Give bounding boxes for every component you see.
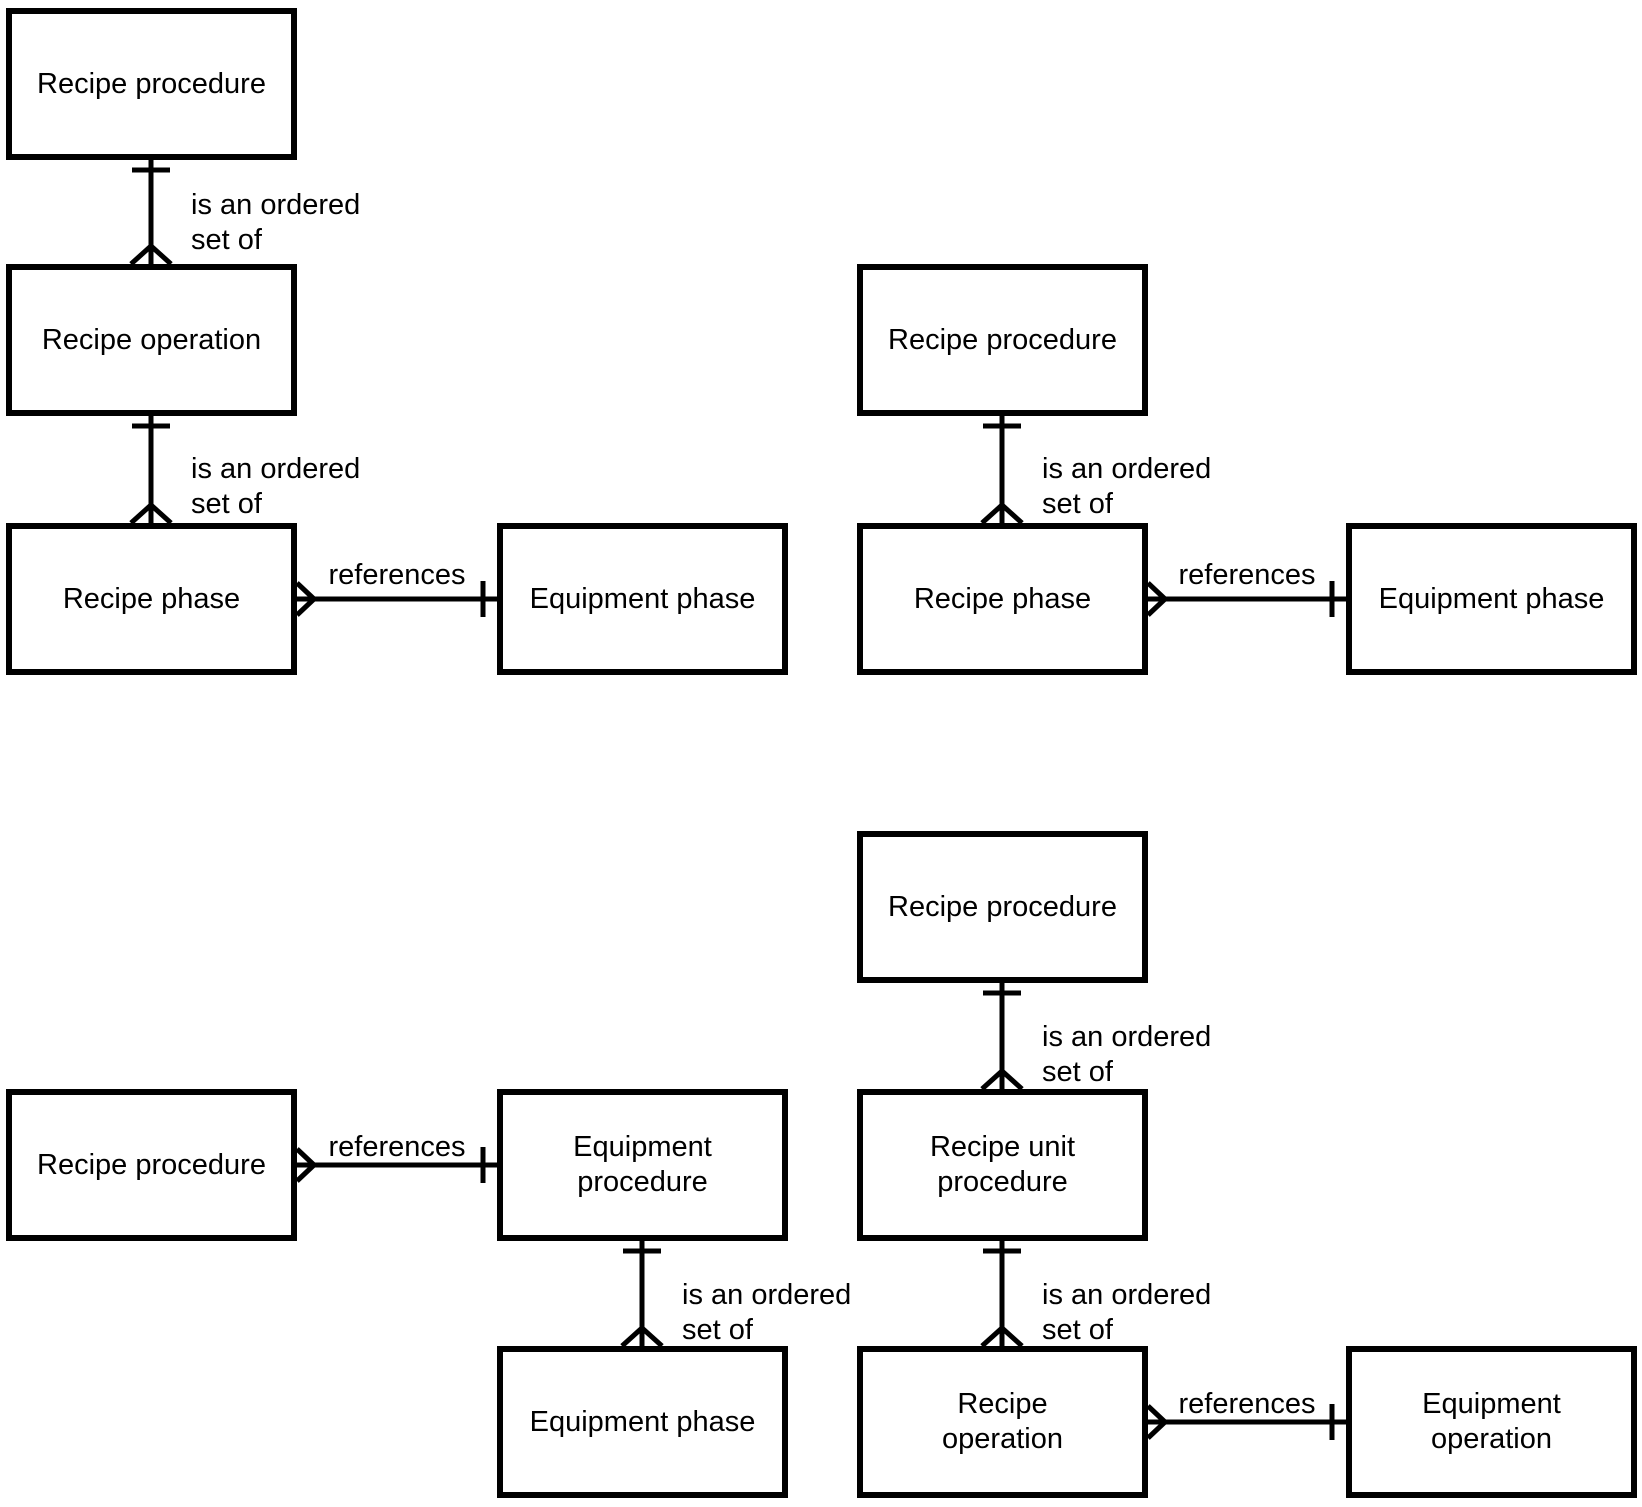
connector-br-procedure-to-unitprocedure: [980, 983, 1024, 1091]
entity-box-bl-equipment-procedure: Equipment procedure: [497, 1089, 788, 1241]
connector-label-bl-procedure-references: references: [328, 1131, 466, 1163]
entity-box-bl-equipment-phase: Equipment phase: [497, 1346, 788, 1498]
many-cardinality-crowfoot-icon: [1146, 1420, 1167, 1440]
entity-box-label: Equipment phase: [1378, 582, 1605, 615]
connector-label-br-procedure-to-unitprocedure: is an ordered set of: [1042, 1021, 1212, 1088]
entity-box-br-recipe-operation: Recipe operation: [857, 1346, 1148, 1498]
entity-box-label: Equipment procedure: [573, 1131, 712, 1198]
connector-label-tr-phase-references: references: [1178, 559, 1316, 591]
entity-box-label: Equipment phase: [529, 582, 756, 615]
connector-bl-eqprocedure-to-eqphase: [620, 1241, 664, 1348]
connector-label-bl-eqprocedure-to-eqphase: is an ordered set of: [682, 1279, 852, 1346]
entity-box-tl-recipe-operation: Recipe operation: [6, 264, 297, 416]
many-cardinality-crowfoot-icon: [129, 244, 153, 266]
many-cardinality-crowfoot-icon: [1000, 503, 1024, 525]
many-cardinality-crowfoot-icon: [980, 1069, 1004, 1091]
many-cardinality-crowfoot-icon: [295, 1163, 316, 1183]
entity-box-bl-recipe-procedure: Recipe procedure: [6, 1089, 297, 1241]
connector-tr-phase-references: [1146, 581, 1346, 617]
many-cardinality-crowfoot-icon: [1146, 597, 1167, 617]
many-cardinality-crowfoot-icon: [1146, 1404, 1167, 1424]
connector-tl-phase-references: [295, 581, 497, 617]
connector-tl-procedure-to-operation: [129, 160, 173, 266]
entity-box-br-equipment-operation: Equipment operation: [1346, 1346, 1637, 1498]
entity-box-tl-equipment-phase: Equipment phase: [497, 523, 788, 675]
many-cardinality-crowfoot-icon: [640, 1326, 664, 1348]
entity-box-label: Recipe operation: [41, 323, 262, 356]
many-cardinality-crowfoot-icon: [295, 597, 316, 617]
entity-box-br-recipe-unit-procedure: Recipe unit procedure: [857, 1089, 1148, 1241]
many-cardinality-crowfoot-icon: [980, 1326, 1004, 1348]
connector-br-operation-references: [1146, 1404, 1346, 1440]
entity-box-label: Recipe phase: [913, 582, 1092, 615]
entity-box-label: Recipe unit procedure: [929, 1131, 1076, 1198]
many-cardinality-crowfoot-icon: [129, 503, 153, 525]
many-cardinality-crowfoot-icon: [149, 244, 173, 266]
many-cardinality-crowfoot-icon: [620, 1326, 644, 1348]
connector-tl-operation-to-phase: [129, 416, 173, 525]
entity-box-label: Recipe procedure: [37, 1148, 266, 1181]
entity-box-tl-recipe-phase: Recipe phase: [6, 523, 297, 675]
entity-box-label: Equipment operation: [1422, 1388, 1561, 1455]
connector-label-tl-operation-to-phase: is an ordered set of: [191, 453, 361, 520]
entity-box-tr-equipment-phase: Equipment phase: [1346, 523, 1637, 675]
connector-label-tr-procedure-to-phase: is an ordered set of: [1042, 453, 1212, 520]
entity-box-tr-recipe-procedure: Recipe procedure: [857, 264, 1148, 416]
connector-tr-procedure-to-phase: [980, 416, 1024, 525]
entity-box-label: Recipe procedure: [888, 890, 1117, 923]
entity-box-label: Recipe procedure: [37, 67, 266, 100]
connector-label-br-unitprocedure-to-operation: is an ordered set of: [1042, 1279, 1212, 1346]
many-cardinality-crowfoot-icon: [980, 503, 1004, 525]
entity-box-tr-recipe-phase: Recipe phase: [857, 523, 1148, 675]
connector-br-unitprocedure-to-operation: [980, 1241, 1024, 1348]
many-cardinality-crowfoot-icon: [1146, 581, 1167, 601]
many-cardinality-crowfoot-icon: [149, 503, 173, 525]
many-cardinality-crowfoot-icon: [295, 581, 316, 601]
many-cardinality-crowfoot-icon: [1000, 1326, 1024, 1348]
entity-box-label: Recipe operation: [942, 1388, 1063, 1455]
many-cardinality-crowfoot-icon: [1000, 1069, 1024, 1091]
many-cardinality-crowfoot-icon: [295, 1147, 316, 1167]
connector-label-tl-phase-references: references: [328, 559, 466, 591]
connector-bl-procedure-references: [295, 1147, 497, 1183]
connector-label-tl-procedure-to-operation: is an ordered set of: [191, 189, 361, 256]
entity-box-label: Recipe procedure: [888, 323, 1117, 356]
entity-box-tl-recipe-procedure: Recipe procedure: [6, 8, 297, 160]
entity-box-br-recipe-procedure: Recipe procedure: [857, 831, 1148, 983]
connector-label-br-operation-references: references: [1178, 1388, 1316, 1420]
entity-box-label: Equipment phase: [529, 1405, 756, 1438]
entity-box-label: Recipe phase: [62, 582, 241, 615]
